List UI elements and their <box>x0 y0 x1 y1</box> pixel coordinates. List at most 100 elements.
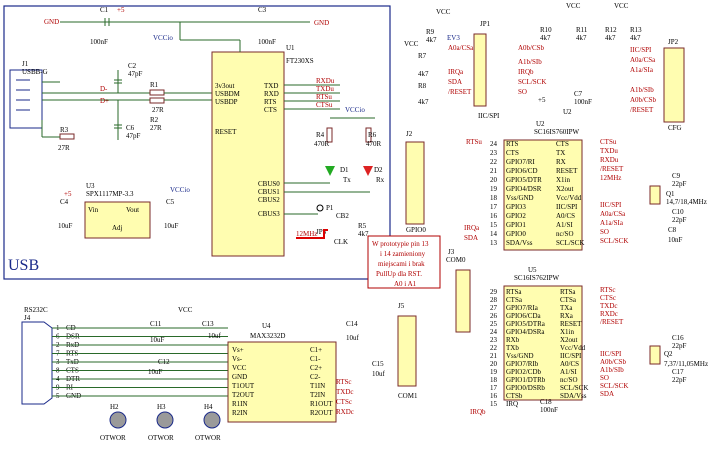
jp3-ref: JP3 <box>316 228 327 236</box>
q1-ref: Q1 <box>666 190 675 198</box>
u5-left-num-4: 25 <box>490 320 498 328</box>
c17-ref: C17 <box>672 368 684 376</box>
jp1-name: IIC/SPI <box>478 112 500 120</box>
u5-right-net-0: RTSc <box>600 286 616 294</box>
u3-adj: Adj <box>112 224 123 232</box>
c9-val: 22pF <box>672 180 687 188</box>
net-a0b-csb-jp1: A0b/CSb <box>518 44 545 52</box>
r3-val: 27R <box>58 144 70 152</box>
cb2-label: CB2 <box>336 212 349 220</box>
u4-left-pin-6: R1IN <box>232 400 248 408</box>
r4-val: 470R <box>314 140 330 148</box>
hole-h3-icon <box>156 411 174 429</box>
u2-left-pin-5: GPIO4/DSR <box>506 185 542 193</box>
u5-left-num-1: 28 <box>490 296 498 304</box>
u5-right-pin-11: nc/SO <box>560 376 578 384</box>
r6-val: 470R <box>366 140 382 148</box>
u2-left-pin-9: GPIO1 <box>506 221 526 229</box>
hole-h2-icon <box>109 411 127 429</box>
r3-ref: R3 <box>60 126 69 134</box>
usb-plus5: +5 <box>117 6 125 14</box>
vccio-label-3: VCCio <box>170 186 190 194</box>
u5-left-pin-7: TXb <box>506 344 519 352</box>
u2-right-pin-5: X2out <box>556 185 574 193</box>
u2-left-num-6: 18 <box>490 194 498 202</box>
net-ctsc: CTSc <box>336 398 352 406</box>
u5-left-num-7: 22 <box>490 344 498 352</box>
u2-left-num-11: 13 <box>490 239 498 247</box>
u2-left-num-5: 19 <box>490 185 498 193</box>
u2-right-net-11: SCL/SCK <box>600 237 628 245</box>
hole-h3-ref: H3 <box>157 403 166 411</box>
u4-right-pin-1: C1- <box>310 355 321 363</box>
u2-left-pin-4: GPIO5/DTR <box>506 176 542 184</box>
r13-val: 4k7 <box>630 34 641 42</box>
r9-val: 4k7 <box>426 36 437 44</box>
u2-net-irqa: IRQa <box>464 224 480 232</box>
u5-right-pin-10: A1/SI <box>560 368 577 376</box>
net-a0a-csa-jp1: A0a/CSa <box>448 44 474 52</box>
u4-name: MAX3232D <box>250 332 285 340</box>
u1-pin-usbdp: USBDP <box>215 98 238 106</box>
clk-label: CLK <box>334 238 348 246</box>
q1-val: 14,7/18,4MHz <box>666 198 707 206</box>
u1-chip <box>211 51 285 257</box>
c1-ref: C1 <box>100 6 109 14</box>
r12-ref: R12 <box>605 26 617 34</box>
note-line-3: miejscami i brak <box>378 260 425 268</box>
c16-ref: C16 <box>672 334 684 342</box>
u5-left-num-12: 17 <box>490 384 498 392</box>
u2-right-pin-10: nc/SO <box>556 230 574 238</box>
u2-left-pin-11: SDA/Vss <box>506 239 533 247</box>
jp1-left-nets: A0a/CSa IRQa SDA /RESET <box>448 44 474 96</box>
j3-header <box>455 269 471 333</box>
jp2-label-a0a: A0a/CSa <box>630 56 656 64</box>
r8-val: 4k7 <box>418 98 429 106</box>
net-a1b-sib-jp1: A1b/SIb <box>518 58 542 66</box>
usb-block-title: USB <box>8 257 39 274</box>
c12-ref: C12 <box>158 358 170 366</box>
u5-left-pins: RTSaCTSaGPIO7/RIaGPIO6/CDaGPIO5/DTRaGPIO… <box>490 288 546 408</box>
u5-left-num-5: 24 <box>490 328 498 336</box>
u4-left-pin-2: VCC <box>232 364 247 372</box>
u2-right-pin-7: IIC/SPI <box>556 203 578 211</box>
note-line-2: i 14 zamieniony <box>380 250 426 258</box>
u5-left-num-10: 19 <box>490 368 498 376</box>
c10-val: 22pF <box>672 216 687 224</box>
r7-ref: R7 <box>418 52 427 60</box>
u1-pin-3v3out: 3v3out <box>215 82 235 90</box>
u2-right-pin-3: RESET <box>556 167 578 175</box>
u5-right-pin-4: RESET <box>560 320 582 328</box>
u4-right-pin-2: C2+ <box>310 364 322 372</box>
u4-right-pin-7: R2OUT <box>310 409 333 417</box>
net-rxdc: RXDc <box>336 408 354 416</box>
u2-right-net-9: A1a/SIa <box>600 219 624 227</box>
jp2-label-a1a: A1a/SIa <box>630 66 654 74</box>
u5-right-net-12: SCL/SCK <box>600 382 628 390</box>
gnd-usb-1: GND <box>44 18 59 26</box>
c15-ref: C15 <box>372 360 384 368</box>
c12-val: 10uF <box>148 368 163 376</box>
net-so-jp1: SO <box>518 88 527 96</box>
u5-left-num-9: 20 <box>490 360 498 368</box>
u1-pin-rxd: RXD <box>264 90 279 98</box>
hole-h4-ref: H4 <box>204 403 213 411</box>
gpio0-label: GPIO0 <box>406 226 426 234</box>
u2-left-pin-6: Vss/GND <box>506 194 534 202</box>
u2-left-num-1: 23 <box>490 149 498 157</box>
c14-ref: C14 <box>346 320 358 328</box>
u2-name: SC16IS760IPW <box>534 128 580 136</box>
u5-right-pin-9: A0/CS <box>560 360 579 368</box>
jp1-ev3: EV3 <box>447 34 460 42</box>
com1-label: COM1 <box>398 392 418 400</box>
d1-ref: D1 <box>340 166 349 174</box>
u5-left-num-8: 21 <box>490 352 498 360</box>
c5-val: 10uF <box>164 222 179 230</box>
u1-pin-cbus3: CBUS3 <box>258 210 280 218</box>
u5-left-pin-14: IRQ <box>506 400 518 408</box>
u2-right-pin-11: SCL/SCK <box>556 239 584 247</box>
u5-left-num-13: 16 <box>490 392 498 400</box>
jp2-label-a0b: A0b/CSb <box>630 96 657 104</box>
r5-val: 4k7 <box>358 230 369 238</box>
